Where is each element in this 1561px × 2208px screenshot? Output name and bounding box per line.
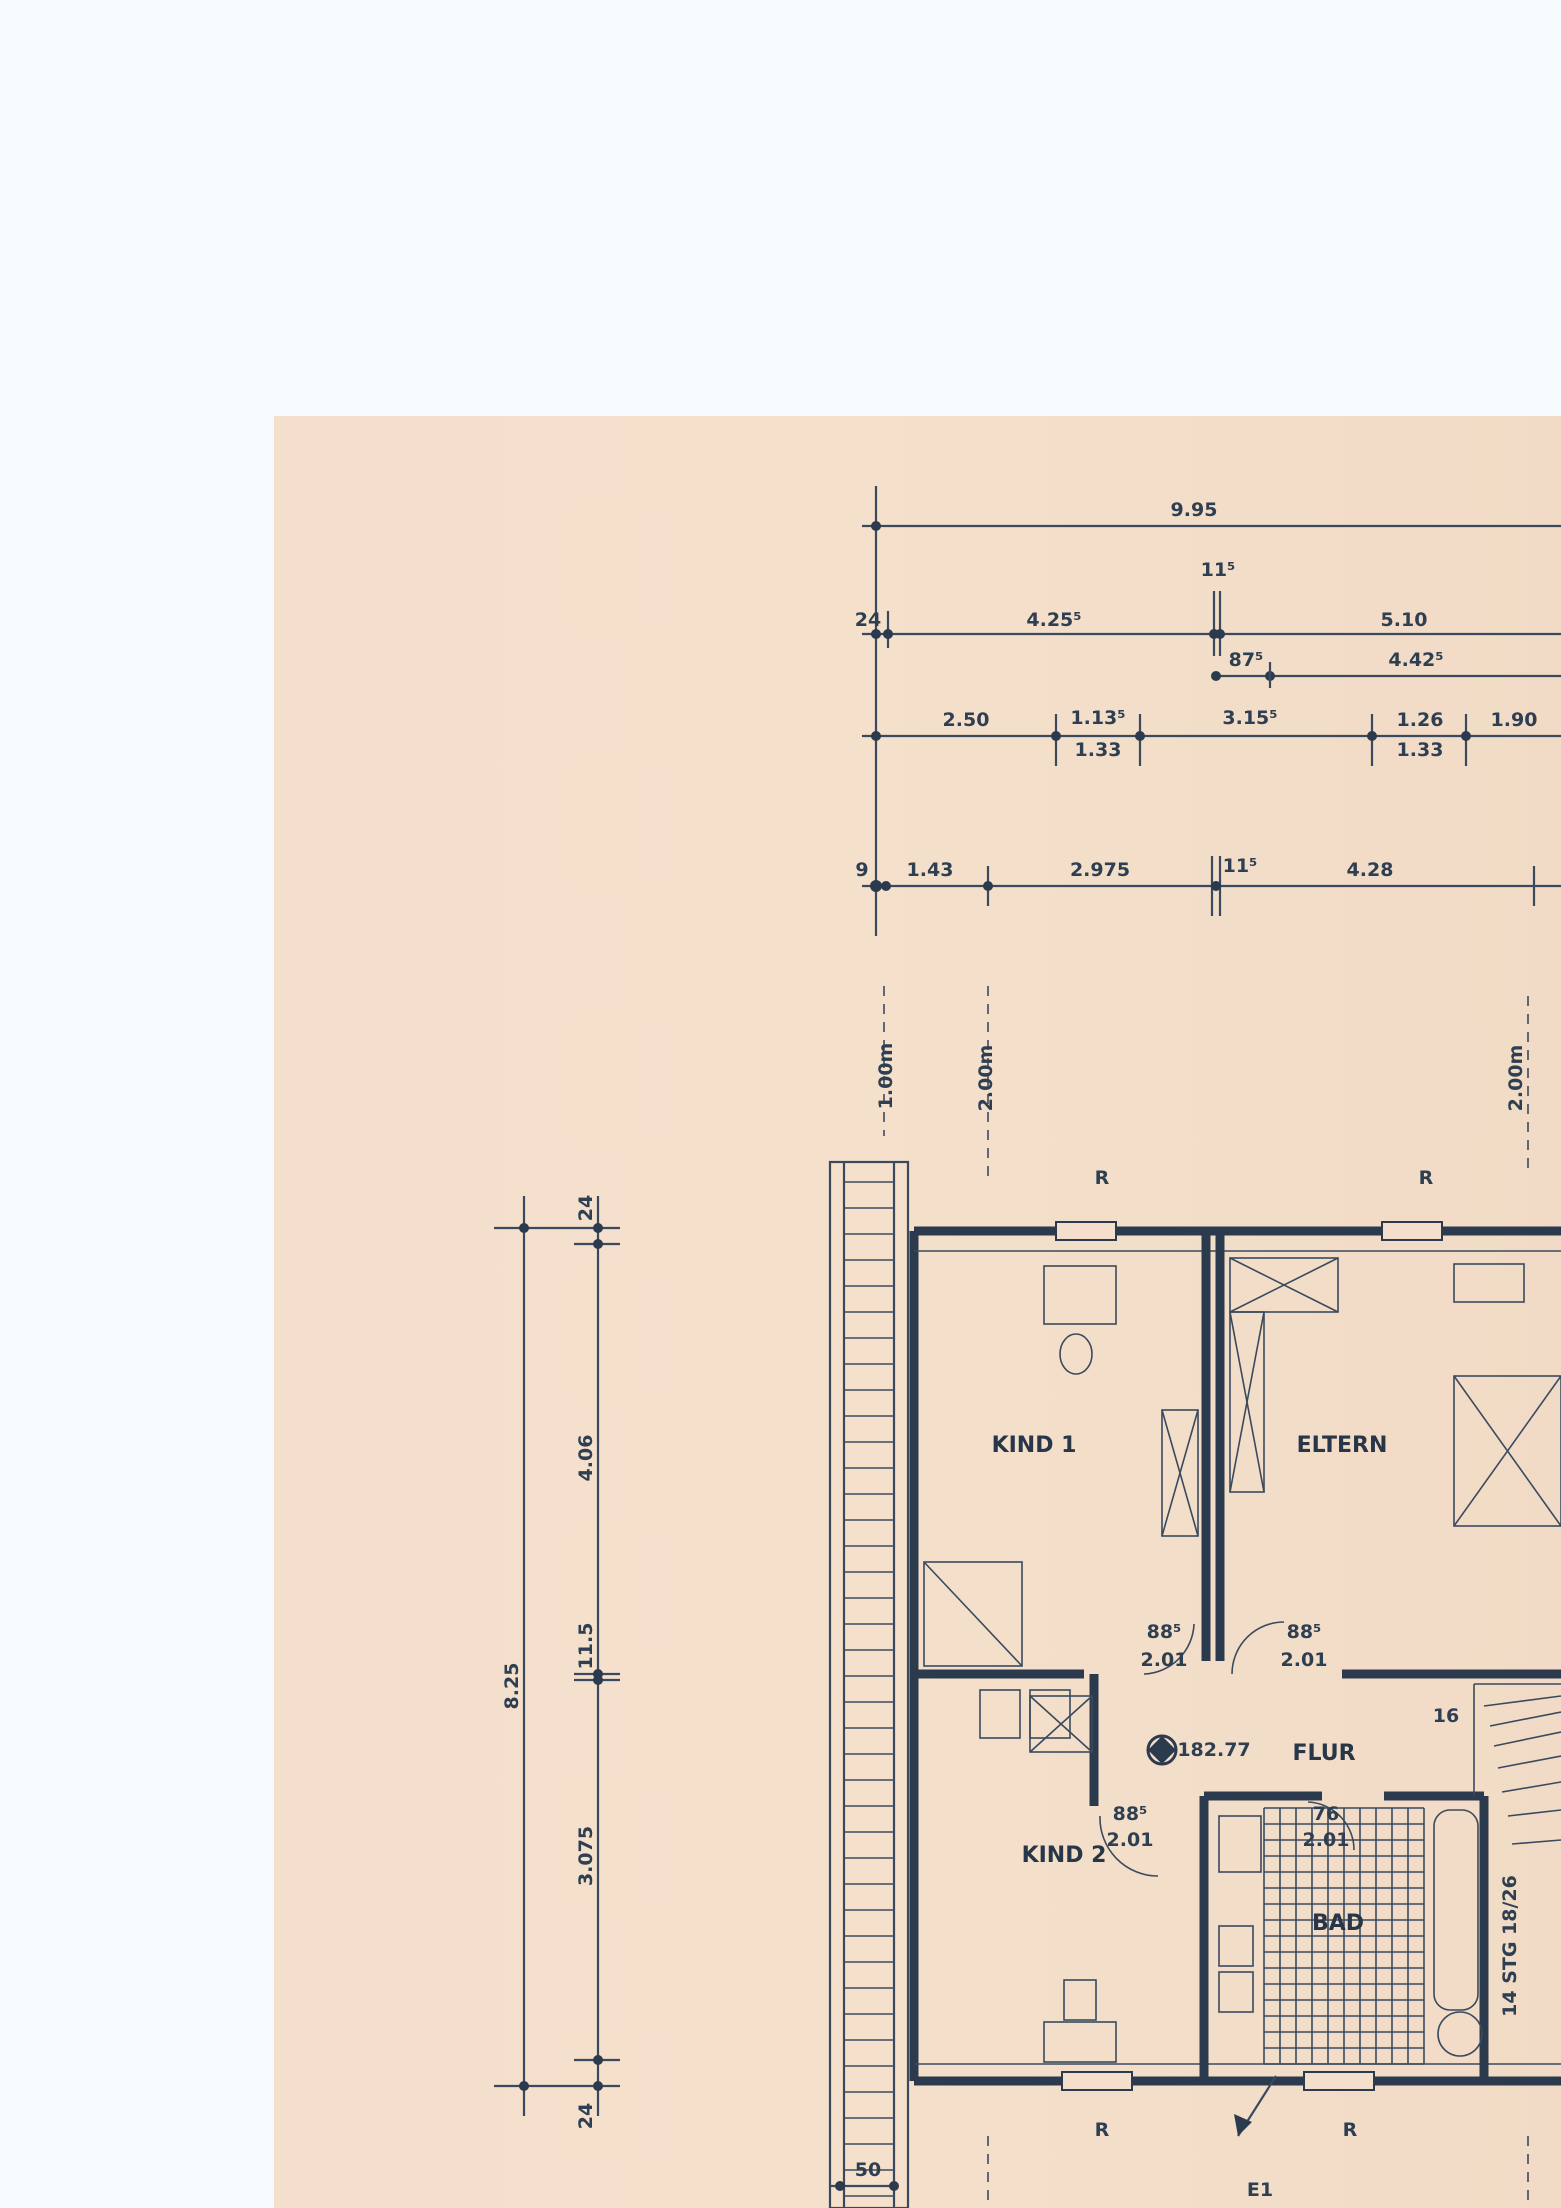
- floor-plan: 9.95 24 4.25⁵ 11⁵ 5.10 87⁵ 4.42⁵ 2.50 1.…: [494, 486, 1561, 2208]
- label-r-top-2: R: [1419, 1167, 1434, 1189]
- door3-width: 88⁵: [1113, 1803, 1148, 1825]
- dim-r2b-a: 87⁵: [1229, 649, 1264, 671]
- bathroom-tiles: [1263, 1807, 1425, 2065]
- dim-vert-b: 2.00m: [975, 1045, 997, 1112]
- dim-r3-c: 1.33: [1075, 739, 1122, 761]
- dim-r4-c: 2.975: [1070, 859, 1130, 881]
- dim-r3-a: 2.50: [943, 709, 990, 731]
- door3-height: 2.01: [1107, 1829, 1154, 1851]
- dim-r3-f: 1.33: [1397, 739, 1444, 761]
- room-bad: BAD: [1312, 1911, 1364, 1936]
- dim-left-c: 3.075: [575, 1826, 597, 1886]
- dim-left-a: 4.06: [575, 1435, 597, 1482]
- dim-r2-d: 5.10: [1381, 609, 1428, 631]
- dim-r2b-b: 4.42⁵: [1388, 649, 1443, 671]
- dim-left-b: 11.5: [575, 1623, 597, 1670]
- room-flur: FLUR: [1292, 1741, 1355, 1766]
- door4-height: 2.01: [1303, 1829, 1350, 1851]
- staircase: [1473, 1683, 1561, 1845]
- room-kind1: KIND 1: [992, 1433, 1077, 1458]
- left-dimension-chains: [494, 1196, 620, 2116]
- door-swings: [1099, 1621, 1355, 2137]
- label-level: 182.77: [1177, 1739, 1250, 1761]
- label-stair-count: 16: [1433, 1705, 1459, 1727]
- dim-top-total: 9.95: [1171, 499, 1218, 521]
- dim-r3-g: 1.90: [1491, 709, 1538, 731]
- dim-r3-b: 1.13⁵: [1070, 707, 1125, 729]
- label-e1: E1: [1247, 2179, 1273, 2201]
- furniture: [923, 1257, 1561, 2063]
- room-kind2: KIND 2: [1022, 1843, 1107, 1868]
- dim-r3-d: 3.15⁵: [1222, 707, 1277, 729]
- dim-r2-b: 4.25⁵: [1026, 609, 1081, 631]
- dim-r4-d: 11⁵: [1223, 855, 1258, 877]
- dim-vert-c: 2.00m: [1505, 1045, 1527, 1112]
- room-eltern: ELTERN: [1297, 1433, 1388, 1458]
- dim-vert-a: 1.00m: [875, 1043, 897, 1110]
- dim-left-bottom: 24: [575, 2103, 597, 2129]
- dim-r4-b: 1.43: [907, 859, 954, 881]
- bottom-dims: [830, 2136, 1529, 2208]
- dim-left-top: 24: [575, 1195, 597, 1221]
- label-r-top-1: R: [1095, 1167, 1110, 1189]
- walls: [909, 1226, 1561, 2086]
- top-dimension-chains: [862, 486, 1561, 936]
- roof-rafters: [828, 1160, 910, 2208]
- door2-width: 88⁵: [1287, 1621, 1322, 1643]
- door2-height: 2.01: [1281, 1649, 1328, 1671]
- door1-height: 2.01: [1141, 1649, 1188, 1671]
- plan-sheet: 9.95 24 4.25⁵ 11⁵ 5.10 87⁵ 4.42⁵ 2.50 1.…: [274, 416, 1561, 2208]
- dim-r2-a: 24: [855, 609, 881, 631]
- label-r-bottom-1: R: [1095, 2119, 1110, 2141]
- dim-r4-a: 9: [855, 859, 868, 881]
- dim-r4-e: 4.28: [1347, 859, 1394, 881]
- door1-width: 88⁵: [1147, 1621, 1182, 1643]
- door4-width: 76: [1313, 1803, 1339, 1825]
- dim-r3-e: 1.26: [1397, 709, 1444, 731]
- label-stair: 14 STG 18/26: [1499, 1875, 1521, 2017]
- windows: [1055, 1221, 1443, 2091]
- label-r-bottom-2: R: [1343, 2119, 1358, 2141]
- dim-bottom-a: 50: [855, 2159, 881, 2181]
- dim-left-total: 8.25: [501, 1663, 523, 1710]
- dim-r2-c: 11⁵: [1201, 559, 1236, 581]
- headroom-markers: [883, 986, 1529, 1176]
